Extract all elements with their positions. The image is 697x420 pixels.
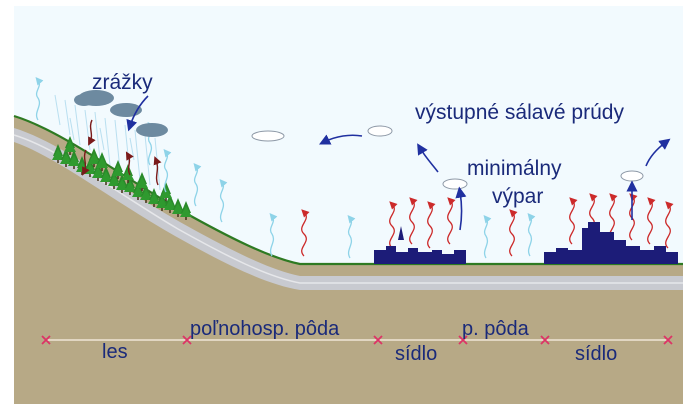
settlement-2 — [544, 222, 678, 264]
zone-label-settlement: sídlo — [395, 343, 438, 365]
zone-label-agricultural-land: poľnohosp. pôda — [190, 318, 340, 340]
ground — [14, 116, 683, 404]
minimal-evaporation-label-line1: minimálny — [467, 157, 562, 180]
zone-label-agricultural-land-short: p. pôda — [462, 318, 529, 340]
precipitation-label: zrážky — [92, 71, 153, 94]
wind-arrows — [126, 95, 671, 231]
forest-arrows — [82, 119, 162, 186]
road — [14, 128, 683, 290]
zone-label-forest: les — [102, 341, 128, 363]
minimal-evaporation-label-line2: výpar — [492, 185, 544, 208]
rain-cloud-icon — [74, 90, 168, 137]
boundary-marker-icon — [41, 335, 673, 345]
zone-label-settlement-2: sídlo — [575, 343, 618, 365]
settlement-1 — [374, 226, 466, 264]
rising-currents-label: výstupné sálavé prúdy — [415, 101, 624, 124]
